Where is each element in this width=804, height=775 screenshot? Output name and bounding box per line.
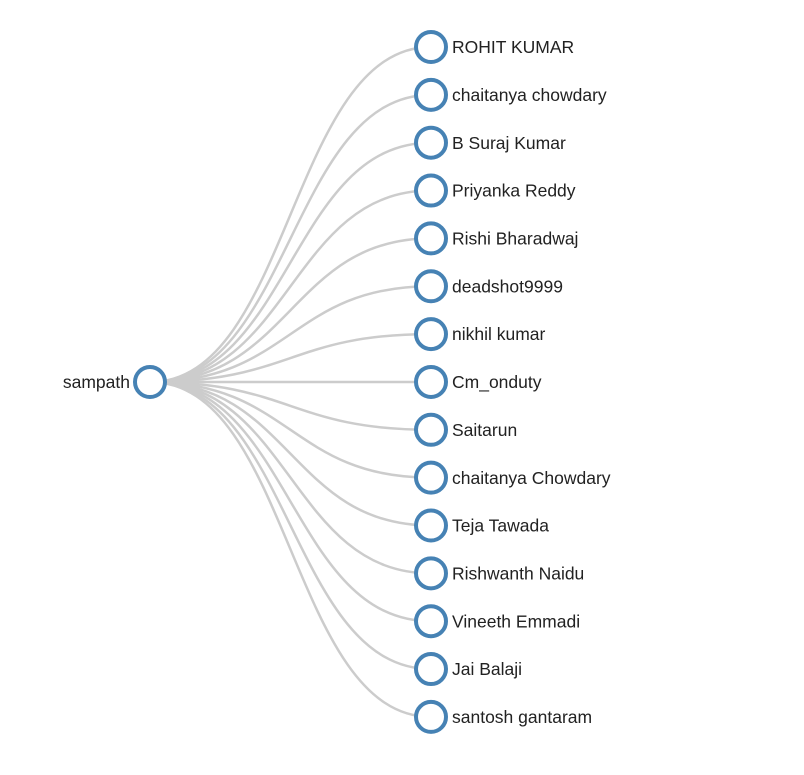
child-node-label: Vineeth Emmadi [452, 611, 580, 631]
link-10 [149, 380, 432, 479]
child-node-circle[interactable] [414, 77, 448, 112]
links-layer [149, 45, 432, 719]
child-node-circle[interactable] [414, 652, 448, 687]
child-node[interactable]: Jai Balaji [414, 652, 522, 687]
link-12 [149, 380, 432, 575]
child-node-label: ROHIT KUMAR [452, 37, 574, 57]
child-node[interactable]: B Suraj Kumar [414, 125, 566, 160]
child-node[interactable]: santosh gantaram [414, 699, 592, 734]
child-node[interactable]: Teja Tawada [414, 508, 549, 543]
link-1 [149, 45, 432, 384]
child-node-circle[interactable] [414, 269, 448, 304]
link-2 [149, 93, 432, 384]
child-node-label: Saitarun [452, 420, 517, 440]
child-node[interactable]: chaitanya Chowdary [414, 460, 611, 495]
child-node-label: chaitanya Chowdary [452, 468, 611, 488]
child-node-label: Priyanka Reddy [452, 181, 576, 201]
child-node-circle[interactable] [414, 412, 448, 447]
link-14 [149, 380, 432, 671]
child-node-label: Jai Balaji [452, 659, 522, 679]
child-node-label: chaitanya chowdary [452, 85, 607, 105]
child-node-circle[interactable] [414, 460, 448, 495]
link-15 [149, 380, 432, 719]
link-6 [149, 285, 432, 384]
link-11 [149, 380, 432, 527]
root-node-circle[interactable] [133, 365, 167, 399]
root-node-label: sampath [63, 372, 130, 392]
child-node-circle[interactable] [414, 699, 448, 734]
child-node[interactable]: Priyanka Reddy [414, 173, 576, 208]
child-node-label: santosh gantaram [452, 707, 592, 727]
child-node-circle[interactable] [414, 508, 448, 543]
link-7 [149, 332, 432, 384]
nodes-layer: ROHIT KUMAR chaitanya chowdary B Suraj Kum… [63, 30, 611, 734]
root-node[interactable]: sampath [63, 365, 167, 399]
child-node[interactable]: ROHIT KUMAR [414, 30, 574, 64]
link-4 [149, 189, 432, 384]
link-5 [149, 237, 432, 384]
child-node-circle[interactable] [414, 556, 448, 591]
child-node-label: Teja Tawada [452, 516, 549, 536]
child-node-label: nikhil kumar [452, 324, 546, 344]
child-node[interactable]: nikhil kumar [414, 317, 546, 352]
link-9 [149, 380, 432, 432]
child-node-circle[interactable] [414, 364, 448, 399]
child-node[interactable]: Rishwanth Naidu [414, 556, 584, 591]
child-node-label: Rishi Bharadwaj [452, 229, 578, 249]
link-13 [149, 380, 432, 623]
child-node-circle[interactable] [414, 604, 448, 639]
child-node-label: deadshot9999 [452, 276, 563, 296]
child-node-label: B Suraj Kumar [452, 133, 566, 153]
child-node-label: Cm_onduty [452, 372, 542, 393]
child-node-label: Rishwanth Naidu [452, 563, 584, 583]
child-node-circle[interactable] [414, 30, 448, 64]
child-node[interactable]: chaitanya chowdary [414, 77, 607, 112]
child-node[interactable]: Vineeth Emmadi [414, 604, 580, 639]
child-node[interactable]: Rishi Bharadwaj [414, 221, 578, 256]
child-node-circle[interactable] [414, 125, 448, 160]
child-node-circle[interactable] [414, 221, 448, 256]
link-3 [149, 141, 432, 384]
child-node[interactable]: Cm_onduty [414, 364, 542, 399]
child-node[interactable]: Saitarun [414, 412, 517, 447]
child-node-circle[interactable] [414, 317, 448, 352]
child-node[interactable]: deadshot9999 [414, 269, 563, 304]
child-node-circle[interactable] [414, 173, 448, 208]
